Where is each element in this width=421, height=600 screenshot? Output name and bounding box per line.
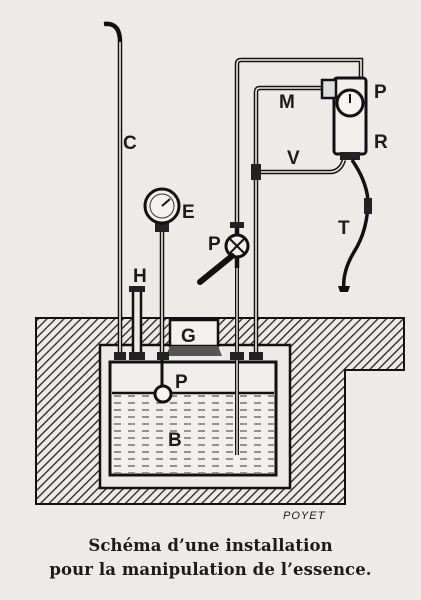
label-c: C — [123, 133, 137, 154]
label-t: T — [338, 218, 350, 239]
engraver-signature: POYET — [283, 510, 326, 522]
hose-t — [341, 158, 370, 291]
label-r: R — [374, 132, 388, 153]
label-g: G — [181, 326, 196, 347]
nozzle — [338, 286, 350, 292]
caption-line-1: Schéma d’une installation — [88, 536, 333, 555]
float-p — [153, 384, 173, 404]
filler-pipe-h — [131, 288, 143, 360]
label-v: V — [287, 148, 300, 169]
pipe-v — [256, 159, 347, 175]
caption-line-2: pour la manipulation de l’essence. — [49, 560, 372, 579]
label-e: E — [182, 202, 195, 223]
fuel-liquid — [112, 393, 274, 473]
label-p-tank: P — [175, 372, 188, 393]
label-h: H — [133, 266, 147, 287]
label-p-top: P — [374, 82, 387, 103]
vent-pipe-c — [103, 21, 123, 360]
label-b: B — [168, 430, 182, 451]
label-m: M — [279, 92, 295, 113]
label-p-valve: P — [208, 234, 221, 255]
valve-handle — [197, 253, 235, 285]
